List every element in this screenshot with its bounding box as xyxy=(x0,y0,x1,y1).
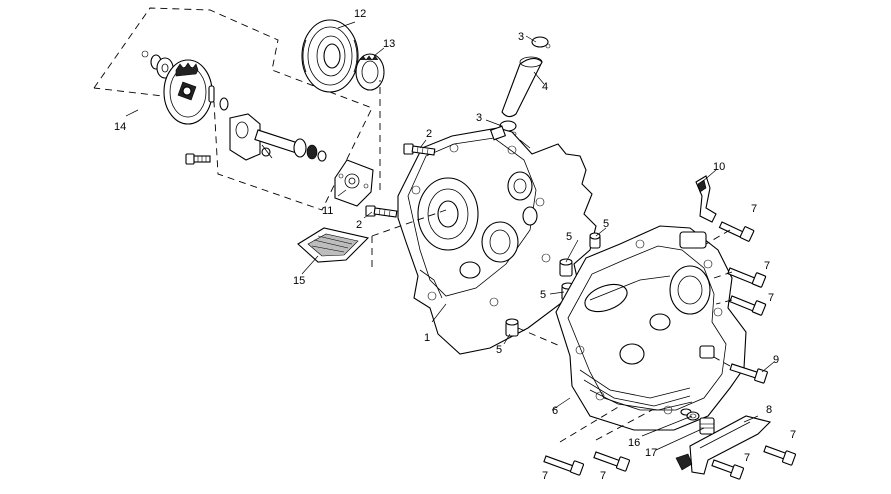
callout-7-a: 7 xyxy=(751,203,757,215)
dowel-pin-a xyxy=(589,232,601,249)
callout-4: 4 xyxy=(542,81,548,93)
callout-2-lower: 2 xyxy=(356,219,362,231)
callout-5-c: 5 xyxy=(540,289,546,301)
callout-7-c: 7 xyxy=(768,292,774,304)
callout-11: 11 xyxy=(322,205,333,217)
hose-clip-lower xyxy=(499,120,517,137)
crankcase-bolt-lower xyxy=(365,205,398,218)
leader-lines xyxy=(125,21,775,451)
callout-3-lower: 3 xyxy=(476,112,482,124)
callout-5-d: 5 xyxy=(496,344,502,356)
callout-7-g: 7 xyxy=(744,452,750,464)
callout-5-b: 5 xyxy=(566,231,572,243)
rotor-cover-ring xyxy=(355,53,385,91)
oil-pump-cover xyxy=(334,159,374,207)
callout-17: 17 xyxy=(645,447,657,459)
callout-7-b: 7 xyxy=(764,260,770,272)
bolt-7-bottom-left-b xyxy=(593,451,631,472)
bolt-9 xyxy=(729,363,768,384)
bolt-7-bottom-right-a xyxy=(763,445,797,466)
oil-pump-body xyxy=(229,113,327,162)
hose-clamp-bracket xyxy=(695,175,717,223)
drain-plug xyxy=(699,417,715,435)
dowel-pin-d xyxy=(505,318,519,337)
bolt-7-upper-right xyxy=(718,221,755,242)
bolt-7-mid-right-b xyxy=(729,295,767,316)
callout-14: 14 xyxy=(114,121,126,133)
hose-clip-upper xyxy=(531,36,551,49)
callout-10: 10 xyxy=(713,161,725,173)
alignment-lines xyxy=(229,80,733,443)
callout-5-a: 5 xyxy=(603,218,609,230)
right-crankcase-half xyxy=(555,225,747,431)
callout-7-f: 7 xyxy=(790,429,796,441)
chain-guide-bracket xyxy=(675,415,772,475)
callout-1: 1 xyxy=(424,332,430,344)
drain-plug-washer xyxy=(686,411,700,421)
pump-bolt xyxy=(185,153,211,165)
left-crankcase-half xyxy=(397,125,597,355)
bolt-7-bottom-left-a xyxy=(543,455,585,476)
callout-13: 13 xyxy=(383,38,395,50)
callout-labels: 1 2 2 3 3 4 5 5 5 5 6 7 7 7 7 7 7 7 8 9 … xyxy=(114,8,796,482)
centrifugal-filter-rotor xyxy=(301,19,359,93)
bolt-7-bottom-right-b xyxy=(711,459,745,480)
callout-16: 16 xyxy=(628,437,640,449)
bolt-7-mid-right-a xyxy=(727,267,767,288)
callout-2-upper: 2 xyxy=(426,128,432,140)
callout-15: 15 xyxy=(293,275,305,287)
oil-pump-gear xyxy=(141,50,229,125)
callout-3-upper: 3 xyxy=(518,31,524,43)
callout-9: 9 xyxy=(773,354,779,366)
callout-6: 6 xyxy=(552,405,558,417)
callout-7-e: 7 xyxy=(600,470,606,482)
crankcase-bolt-upper xyxy=(403,143,436,156)
breather-hose xyxy=(501,56,543,118)
oil-strainer-screen xyxy=(297,227,370,263)
callout-12: 12 xyxy=(354,8,366,20)
callout-7-d: 7 xyxy=(542,470,548,482)
callout-8: 8 xyxy=(766,404,772,416)
